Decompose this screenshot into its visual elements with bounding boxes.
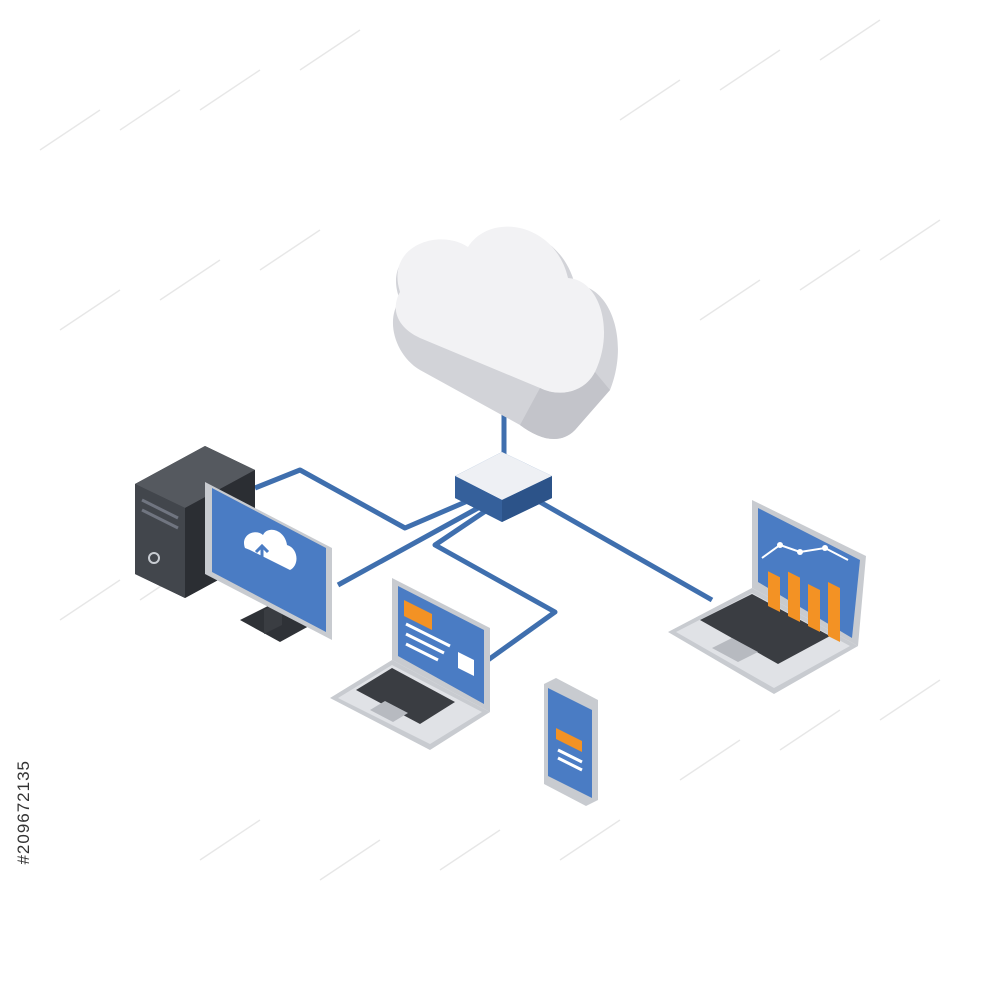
cloud-icon bbox=[392, 226, 618, 440]
smartphone bbox=[544, 678, 598, 806]
chart-bar bbox=[768, 571, 780, 612]
watermark-pattern bbox=[39, 19, 941, 881]
cable-to-laptop-right bbox=[538, 499, 714, 603]
laptop-right bbox=[668, 500, 866, 694]
network-cables bbox=[254, 412, 714, 663]
cable-to-monitor bbox=[336, 505, 480, 588]
desktop-monitor bbox=[205, 482, 332, 642]
power-button-icon bbox=[148, 552, 160, 564]
bar-chart-icon bbox=[768, 571, 840, 642]
cable-to-desktop bbox=[254, 467, 471, 531]
network-hub bbox=[455, 452, 552, 522]
laptop-left bbox=[330, 578, 490, 750]
chart-bar bbox=[808, 584, 820, 632]
stock-id-label: #209672135 bbox=[14, 760, 33, 865]
cloud-upload-icon bbox=[244, 529, 297, 570]
cable-to-laptop-left bbox=[432, 505, 558, 663]
chart-bar bbox=[828, 582, 840, 642]
chart-bar bbox=[788, 571, 800, 622]
